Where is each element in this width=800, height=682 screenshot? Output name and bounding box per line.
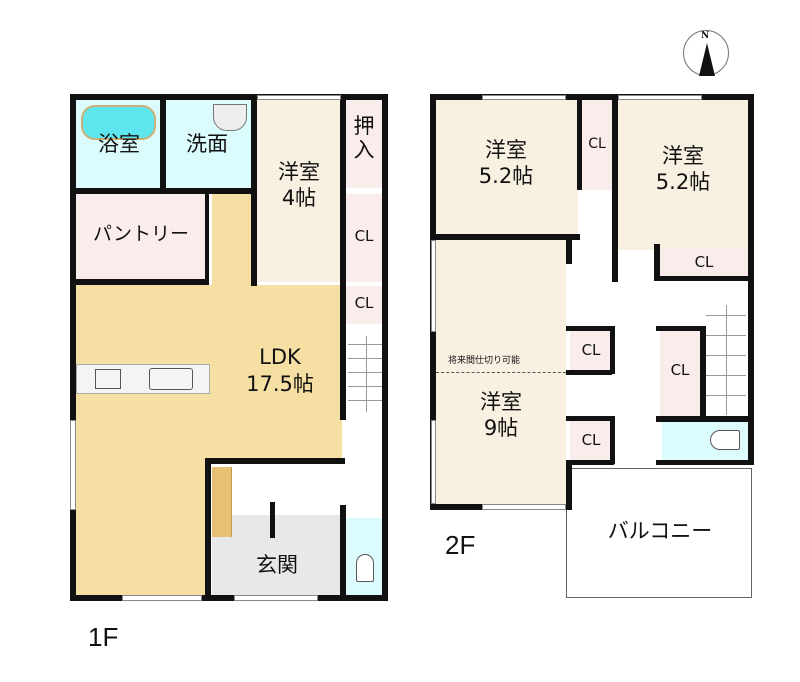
room-pantry: パントリー: [76, 194, 206, 279]
closet-label: CL: [354, 294, 374, 312]
room-toilet-1f: [346, 518, 384, 596]
toilet-icon: [710, 430, 740, 450]
window: [257, 95, 341, 100]
shoe-shelf: [212, 467, 232, 537]
room-entrance: 玄関: [212, 515, 340, 595]
window: [70, 420, 76, 510]
sink-icon: [213, 104, 247, 131]
room-western-c: 将来間仕切り可能 洋室 9帖: [436, 240, 566, 504]
room-western-c-name: 洋室: [480, 390, 522, 414]
floor1-label: 1F: [88, 622, 119, 652]
compass: N: [683, 30, 729, 76]
room-closet-2f-d: CL: [570, 420, 612, 462]
room-closet-2f-b: CL: [660, 248, 748, 278]
room-entrance-label: 玄関: [256, 553, 298, 577]
room-closet-2f-a: CL: [582, 100, 612, 190]
closet-label: CL: [354, 227, 374, 245]
room-balcony: バルコニー: [566, 468, 752, 598]
sink-icon: [149, 368, 193, 390]
closet-label: CL: [581, 341, 601, 359]
closet-label: CL: [670, 361, 690, 379]
staircase-2f[interactable]: [706, 285, 746, 417]
room-bath-label: 浴室: [98, 132, 140, 156]
room-western-4jo-name: 洋室: [278, 160, 320, 184]
room-western-4jo-size: 4帖: [281, 186, 317, 210]
toilet-icon: [356, 554, 374, 582]
room-ldk-size: 17.5帖: [246, 372, 314, 396]
room-ldk-lower: [76, 455, 206, 595]
bathtub-icon: [81, 105, 156, 140]
room-washroom: 洗面: [166, 100, 251, 188]
room-western-4jo: 洋室 4帖: [257, 100, 341, 282]
stove-icon: [95, 369, 121, 389]
kitchen-counter: [76, 364, 210, 394]
room-toilet-2f: [662, 422, 748, 462]
window: [431, 420, 436, 504]
room-western-b-size: 5.2帖: [655, 170, 711, 194]
room-ldk-name: LDK: [259, 345, 301, 369]
room-oshiire: 押入: [346, 100, 382, 188]
window: [618, 95, 702, 100]
partition-note: 将来間仕切り可能: [448, 356, 521, 366]
room-ldk-upper: [212, 190, 257, 290]
window: [431, 240, 436, 332]
window: [122, 595, 202, 601]
room-bath: 浴室: [76, 100, 162, 188]
room-balcony-label: バルコニー: [607, 519, 713, 543]
room-western-a: 洋室 5.2帖: [436, 100, 578, 234]
room-washroom-label: 洗面: [186, 132, 228, 156]
room-closet-1f-a: CL: [346, 194, 382, 282]
room-western-a-name: 洋室: [485, 138, 527, 162]
window: [482, 95, 566, 100]
room-closet-2f-e: CL: [660, 330, 700, 416]
closet-label: CL: [694, 253, 714, 271]
room-western-c-size: 9帖: [483, 416, 519, 440]
north-arrow-icon: [699, 43, 715, 76]
window: [482, 504, 566, 510]
room-western-b-name: 洋室: [662, 144, 704, 168]
partition-line: [436, 372, 566, 373]
room-closet-1f-b: CL: [346, 286, 382, 324]
closet-label: CL: [581, 431, 601, 449]
floor2-label: 2F: [445, 530, 476, 560]
room-western-b: 洋室 5.2帖: [618, 100, 748, 250]
closet-label: CL: [588, 136, 606, 152]
staircase-1f[interactable]: [348, 330, 384, 418]
room-oshiire-label: 押入: [353, 114, 375, 163]
room-closet-2f-c: CL: [570, 330, 612, 372]
window: [234, 595, 318, 601]
compass-north-label: N: [701, 31, 710, 41]
room-pantry-label: パントリー: [93, 223, 189, 245]
room-western-a-size: 5.2帖: [478, 164, 534, 188]
